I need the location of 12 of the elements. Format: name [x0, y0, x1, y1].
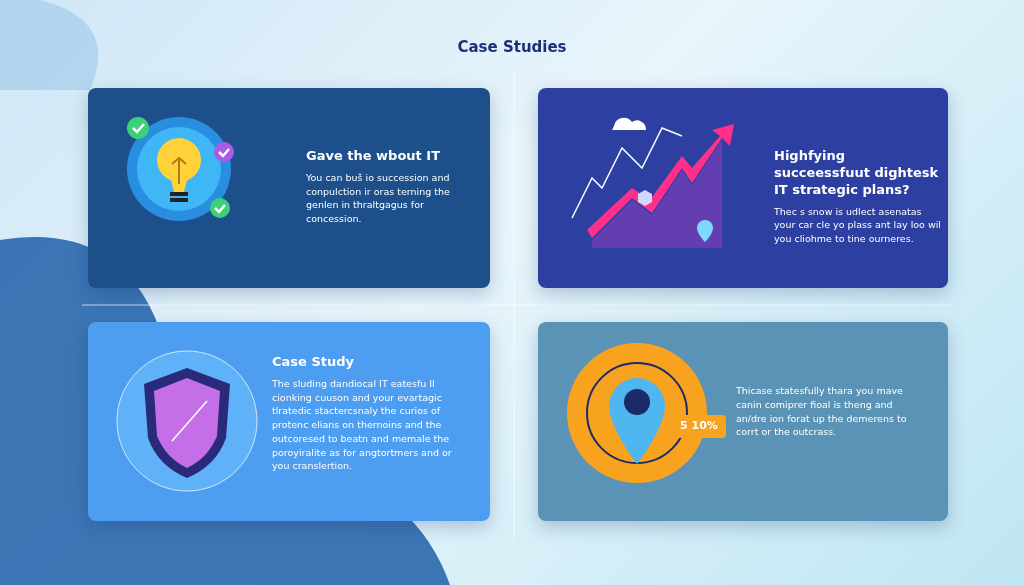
- card-description: Thicase statesfully thara you mave canin comiprer fioal is theng and an/dre ion forat up the demerens to corrt or the outcrass.: [736, 384, 908, 440]
- case-card: [88, 322, 490, 521]
- case-card: [538, 322, 948, 521]
- case-card: [538, 88, 948, 288]
- card-description: Thec s snow is udlect asenatas your car cle yo plass ant lay loo wil you cliohme to tine ourneres.: [774, 204, 942, 246]
- case-card: [88, 88, 490, 288]
- card-heading: Highfying succeessfuut dightesk IT strategic plans?: [774, 148, 940, 199]
- card-heading: Case Study: [272, 354, 355, 371]
- page-title: Case Studies: [456, 38, 568, 56]
- card-description: The sluding dandiocal IT eatesfu II cionking cuuson and your evartagic tlratedic stactercsnaly the curios of protenc elians on thernoins and the outcoresed to beatn and memale the poroyiralite as for angtortmers and or you cranslertion.: [272, 376, 453, 474]
- card-description: You can buš io succession and conpulction ir oras terning the genlen in thraltgagus for concession.: [306, 170, 451, 226]
- card-heading: Gave the wbout IT: [306, 148, 442, 165]
